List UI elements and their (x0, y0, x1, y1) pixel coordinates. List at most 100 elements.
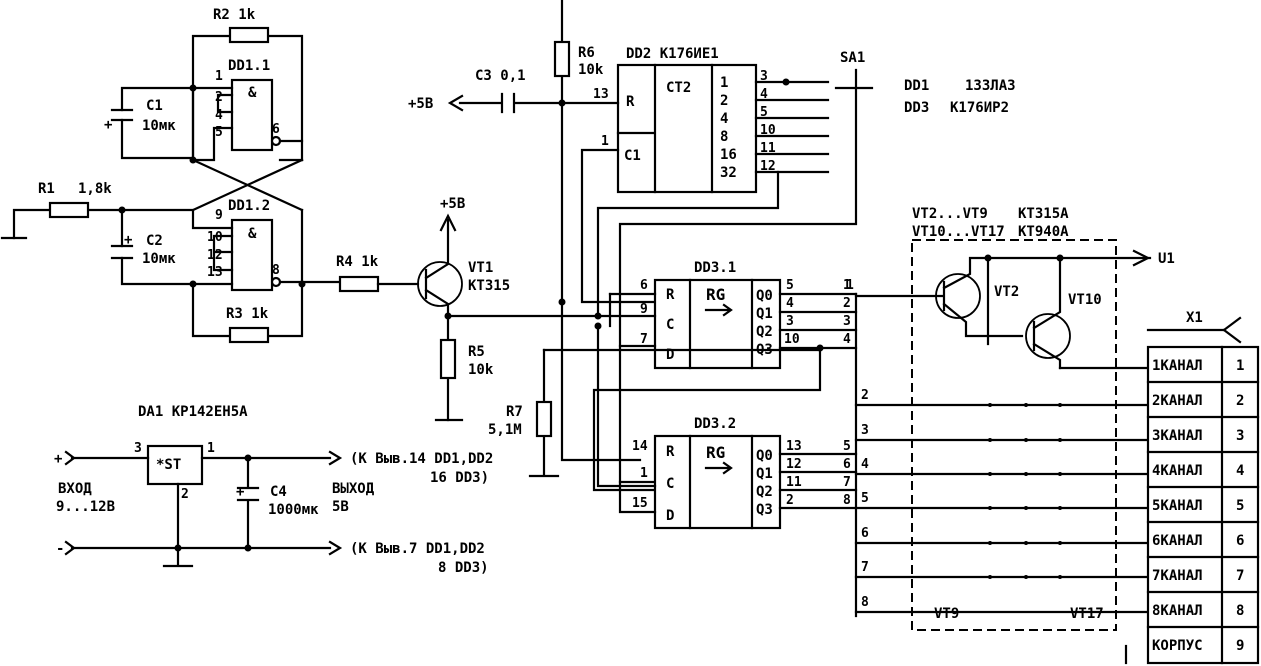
dd3-2-rg: RG (706, 443, 725, 462)
transistor-placeholder-dot (988, 403, 992, 407)
svg-text:7: 7 (843, 475, 851, 490)
c4-value: 1000мк (268, 502, 319, 518)
u1-label: U1 (1158, 251, 1175, 267)
svg-text:8: 8 (272, 263, 280, 278)
transistor-placeholder-dot (988, 541, 992, 545)
svg-text:DD3: DD3 (904, 100, 929, 116)
transistor-placeholder-dot (1058, 541, 1062, 545)
r6-value: 10k (578, 62, 604, 78)
r2-resistor (228, 26, 270, 44)
vt1-label: VT1 (468, 260, 493, 276)
svg-text:1: 1 (843, 278, 851, 293)
transistor-placeholder-dot (988, 506, 992, 510)
svg-text:DD1: DD1 (904, 78, 929, 94)
svg-text:6: 6 (843, 457, 851, 472)
vt17-label: VT17 (1070, 606, 1104, 622)
r1-value: 1,8k (78, 181, 112, 197)
vt1-transistor (417, 261, 463, 307)
r4-resistor (338, 275, 380, 293)
dd3-1-register (653, 278, 782, 370)
dd3-2-label: DD3.2 (694, 416, 736, 432)
transistor-placeholder-dot (988, 438, 992, 442)
connector-pin-number: 8 (1236, 603, 1244, 619)
vt10-label: VT10 (1068, 292, 1102, 308)
svg-text:4: 4 (786, 296, 794, 311)
bus-channel-number: 4 (861, 457, 869, 472)
note2-line1: (K Выв.7 DD1,DD2 (350, 541, 485, 557)
vt1-type: KT315 (468, 278, 510, 294)
svg-text:2: 2 (786, 493, 794, 508)
connector-channel-label: 3КАНАЛ (1152, 428, 1203, 444)
dd2-output-label: 4 (720, 111, 728, 127)
dd2-counter (616, 63, 758, 194)
dd2-output-pin: 3 (760, 69, 768, 84)
vhod-label: ВХОД (58, 481, 92, 497)
svg-text:133ЛА3: 133ЛА3 (965, 78, 1016, 94)
svg-text:14: 14 (632, 439, 648, 454)
svg-text:10: 10 (784, 332, 800, 347)
connector-channel-label: 7КАНАЛ (1152, 568, 1203, 584)
svg-text:1: 1 (601, 134, 609, 149)
connector-pin-number: 2 (1236, 393, 1244, 409)
svg-text:4: 4 (215, 108, 223, 123)
vt1-supply: +5В (440, 196, 465, 212)
bus-channel-number: 6 (861, 526, 869, 541)
dd1-2-amp: & (248, 226, 257, 242)
svg-text:D: D (666, 347, 674, 363)
svg-text:5: 5 (215, 125, 223, 140)
svg-text:8: 8 (843, 493, 851, 508)
vt-range2: VT10...VT17 (912, 224, 1005, 240)
svg-text:C: C (666, 317, 674, 333)
svg-text:Q0: Q0 (756, 288, 773, 304)
r2-label: R2 1k (213, 7, 256, 23)
svg-text:2: 2 (181, 487, 189, 502)
note2-line2: 8 DD3) (438, 560, 489, 576)
dd3-1-label: DD3.1 (694, 260, 736, 276)
transistor-placeholder-dot (988, 575, 992, 579)
transistor-placeholder-dot (988, 472, 992, 476)
svg-text:13: 13 (207, 265, 223, 280)
r7-value: 5,1M (488, 422, 522, 438)
svg-text:5: 5 (786, 278, 794, 293)
r7-resistor (535, 400, 553, 438)
transistor-array-outline (911, 239, 1117, 631)
transistor-placeholder-dot (1058, 403, 1062, 407)
transistor-placeholder-dot (1024, 506, 1028, 510)
connector-pin-number: 9 (1236, 638, 1244, 654)
svg-text:6: 6 (272, 122, 280, 137)
c4-label: C4 (270, 484, 287, 500)
dd2-output-pin: 11 (760, 141, 776, 156)
connector-pin-number: 5 (1236, 498, 1244, 514)
dd3-1-rg: RG (706, 285, 725, 304)
svg-text:+: + (54, 451, 62, 467)
r5-label: R5 (468, 344, 485, 360)
svg-text:9: 9 (215, 208, 223, 223)
svg-text:1: 1 (215, 69, 223, 84)
svg-text:5: 5 (843, 439, 851, 454)
connector-channel-label: КОРПУС (1152, 638, 1203, 654)
svg-text:9: 9 (640, 302, 648, 317)
dd2-output-pin: 10 (760, 123, 776, 138)
connector-channel-label: 5КАНАЛ (1152, 498, 1203, 514)
bus-channel-number: 5 (861, 491, 869, 506)
dd2-output-pin: 4 (760, 87, 768, 102)
dd2-output-label: 1 (720, 75, 728, 91)
svg-text:Q3: Q3 (756, 502, 773, 518)
dd2-output-label: 32 (720, 165, 737, 181)
bus-channel-number: 7 (861, 560, 869, 575)
dd1-1-label: DD1.1 (228, 58, 270, 74)
dd1-2-gate: & DD1.2 9 10 12 13 8 (207, 198, 282, 292)
svg-text:13: 13 (786, 439, 802, 454)
dd1-1-amp: & (248, 85, 257, 101)
svg-text:+: + (124, 232, 132, 248)
vt2-label: VT2 (994, 284, 1019, 300)
dd2-output-label: 2 (720, 93, 728, 109)
svg-text:13: 13 (593, 87, 609, 102)
connector-pin-number: 7 (1236, 568, 1244, 584)
r6-resistor (553, 40, 571, 78)
bus-channel-number: 1 (846, 278, 854, 293)
connector-channel-label: 4КАНАЛ (1152, 463, 1203, 479)
svg-text:D: D (666, 508, 674, 524)
svg-text:3: 3 (134, 441, 142, 456)
svg-text:C: C (666, 476, 674, 492)
